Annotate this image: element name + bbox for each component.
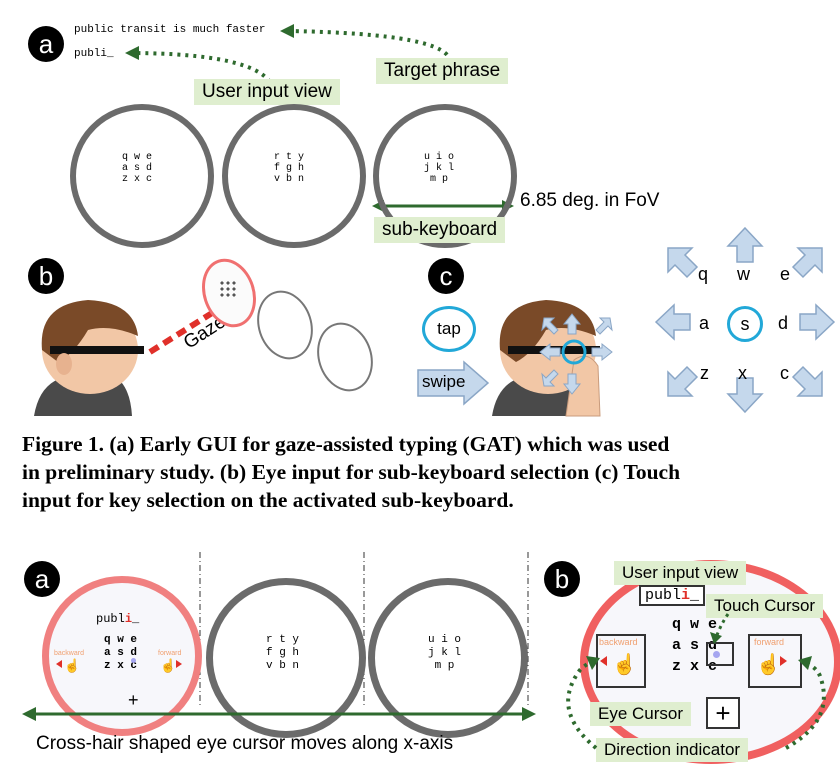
user-input-text: publi_ [74, 48, 114, 60]
bottom-b-label-user-input-view: User input view [614, 561, 747, 585]
bottom-b-input: publi_ [639, 585, 706, 606]
bottom-a-badge: a [24, 561, 60, 597]
panel-b-badge: b [28, 258, 64, 294]
panel-c-badge: c [428, 258, 464, 294]
crosshair-caption: Cross-hair shaped eye cursor moves along… [36, 733, 454, 754]
bottom-b-keyboard-keys: q w e a s d z x c [672, 616, 718, 675]
bottom-b-label-direction-indicator: Direction indicator [596, 738, 749, 762]
key-d: d [778, 313, 789, 333]
gaze-target-keys [219, 280, 237, 298]
bottom-b-backward-hand-icon: ☝ [612, 654, 637, 676]
bottom-dividers [199, 552, 529, 708]
bottom-b-forward-arrow-icon [780, 656, 787, 666]
direction-indicator-arrows [566, 656, 826, 750]
touch-cursor-box [706, 642, 734, 666]
bottom-a-cursor-dot [131, 658, 136, 663]
bottom-a-forward-label: forward [158, 650, 182, 657]
bottom-keyboard-3-keys: u i o j k l m p [428, 634, 462, 672]
key-direction-arrows [654, 226, 836, 414]
tap-icon: tap [422, 306, 476, 352]
bottom-a-forward-hand-icon: ☝ [160, 658, 177, 673]
touch-cursor-dot [713, 651, 720, 658]
sub-keyboard-circle-1 [70, 104, 214, 248]
sub-keyboard-2-keys: r t y f g h v b n [274, 152, 305, 185]
bottom-keyboard-circle-2 [206, 578, 366, 738]
sub-keyboard-circle-2 [222, 104, 366, 248]
label-user-input-view: User input view [194, 79, 340, 105]
key-s-selected: s [727, 306, 763, 342]
head-illustration-b [34, 300, 144, 416]
bottom-b-input-highlight: i [681, 587, 691, 604]
bottom-b-forward-label: forward [754, 637, 785, 647]
key-a: a [699, 313, 710, 333]
key-x: x [738, 363, 747, 383]
bottom-a-input-highlight: i [124, 612, 133, 626]
label-sub-keyboard: sub-keyboard [374, 217, 506, 243]
key-z: z [700, 363, 709, 383]
label-target-phrase: Target phrase [376, 58, 509, 84]
eye-cursor-crosshair-icon: + [715, 698, 731, 728]
x-axis-arrow [22, 707, 536, 721]
bottom-b-backward-arrow-icon [600, 656, 607, 666]
key-w: w [737, 264, 750, 284]
bottom-a-input-prefix: publ [96, 612, 125, 626]
sub-keyboard-3-keys: u i o j k l m p [424, 152, 455, 185]
bottom-b-backward-label: backward [599, 637, 638, 647]
bottom-b-label-touch-cursor: Touch Cursor [706, 594, 824, 618]
bottom-a-backward-hand-icon: ☝ [64, 658, 81, 673]
bottom-keyboard-circle-3 [368, 578, 528, 738]
sub-keyboard-1-keys: q w e a s d z x c [122, 152, 153, 185]
bottom-a-input: publi_ [96, 612, 139, 626]
bottom-a-input-suffix: _ [132, 612, 140, 626]
bottom-a-forward-arrow-icon [176, 660, 182, 668]
bottom-keyboard-2-keys: r t y f g h v b n [266, 634, 300, 672]
bottom-b-forward-hand-icon: ☝ [756, 654, 781, 676]
key-s: s [740, 313, 750, 334]
swipe-arrow-icon [417, 360, 490, 406]
bottom-a-backward-arrow-icon [56, 660, 62, 668]
figure-caption: Figure 1. (a) Early GUI for gaze-assiste… [22, 432, 681, 512]
bottom-b-badge: b [544, 561, 580, 597]
bottom-b-input-suffix: _ [690, 587, 700, 604]
sub-keyboard-circle-3 [373, 104, 517, 248]
panel-a-badge: a [28, 26, 64, 62]
key-e: e [780, 264, 791, 284]
touch-cursor-pointer-arrow [710, 613, 730, 644]
swipe-label: swipe [422, 372, 466, 391]
key-q: q [698, 264, 709, 284]
key-c: c [780, 363, 789, 383]
fov-label: 6.85 deg. in FoV [520, 190, 660, 211]
eye-cursor-box: + [706, 697, 740, 729]
bottom-a-backward-label: backward [54, 650, 84, 657]
active-keyboard-circle [42, 576, 202, 736]
active-keyboard-keys: q w e a s d z x c [104, 634, 138, 672]
target-phrase-text: public transit is much faster [74, 24, 266, 36]
tap-label: tap [437, 319, 461, 338]
head-illustration-c [492, 300, 613, 417]
bottom-b-input-prefix: publ [645, 587, 682, 604]
eye-crosshair-icon: + [128, 690, 139, 710]
bottom-b-label-eye-cursor: Eye Cursor [590, 702, 692, 726]
